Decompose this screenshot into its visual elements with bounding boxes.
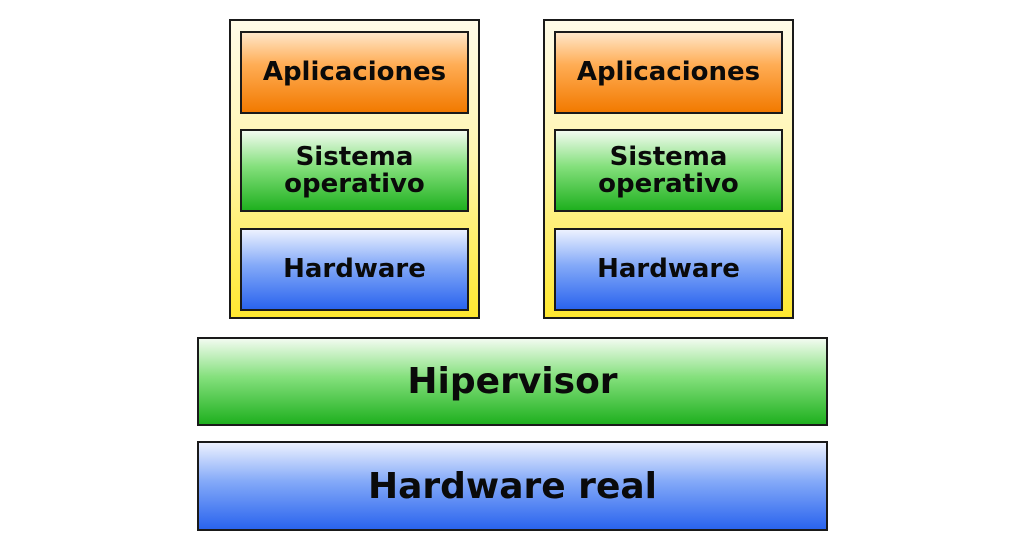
real-hardware-layer: Hardware real (197, 441, 828, 531)
hypervisor-layer: Hipervisor (197, 337, 828, 426)
real-hardware-label: Hardware real (367, 465, 657, 507)
virtual-hardware-layer: Hardware (240, 228, 469, 311)
operating-system-label-line1: Sistema (609, 141, 728, 172)
virtual-hardware-label: Hardware (597, 254, 740, 284)
virtual-machine-1: Aplicaciones Sistema operativo Hardware (229, 19, 480, 319)
virtual-hardware-label: Hardware (283, 254, 426, 284)
virtual-machine-2: Aplicaciones Sistema operativo Hardware (543, 19, 794, 319)
operating-system-label-line1: Sistema (295, 141, 414, 172)
applications-layer: Aplicaciones (554, 31, 783, 114)
operating-system-label-line2: operativo (598, 168, 739, 199)
virtual-hardware-layer: Hardware (554, 228, 783, 311)
operating-system-layer: Sistema operativo (554, 129, 783, 212)
applications-label: Aplicaciones (262, 57, 447, 87)
operating-system-layer: Sistema operativo (240, 129, 469, 212)
hypervisor-label: Hipervisor (407, 361, 618, 402)
applications-layer: Aplicaciones (240, 31, 469, 114)
applications-label: Aplicaciones (576, 57, 761, 87)
operating-system-label-line2: operativo (284, 168, 425, 199)
